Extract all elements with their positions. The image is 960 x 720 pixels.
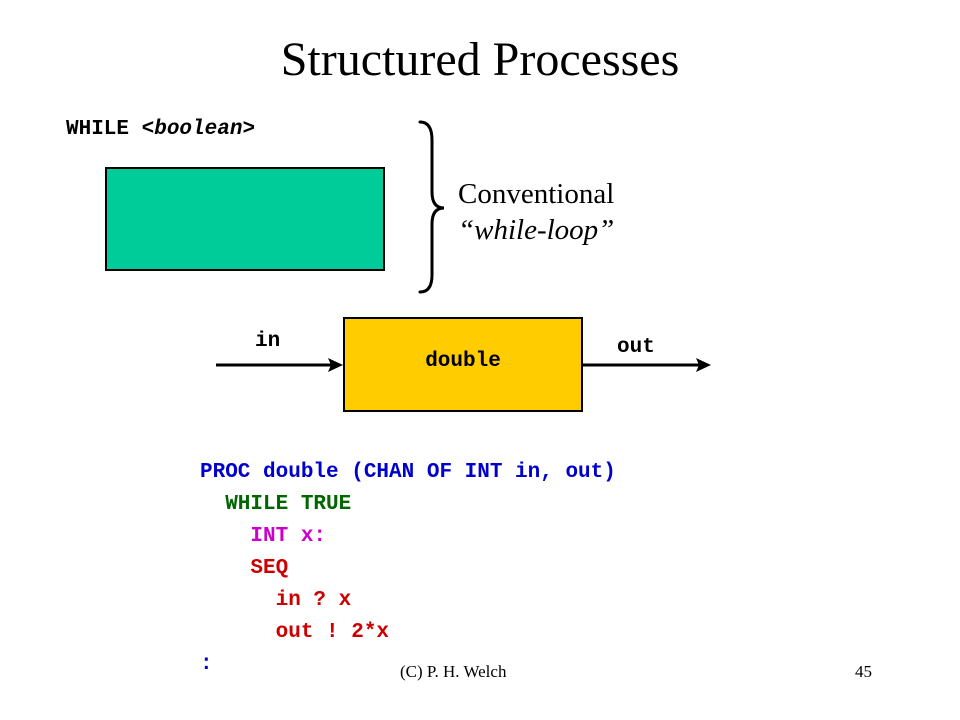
code-line: out ! 2*x [200,621,390,644]
double-process-box [343,317,583,412]
output-arrowhead [696,358,711,372]
conventional-while-loop-note: Conventional “while-loop” [458,176,614,248]
input-channel-label: in [255,330,281,353]
footer-author: (C) P. H. Welch [400,662,507,681]
conventional-label: Conventional [458,178,615,210]
code-listing: PROC double (CHAN OF INT in, out) WHILE … [200,457,616,681]
code-line: in ? x [200,589,352,612]
while-header: WHILE <boolean> [66,118,255,141]
while-condition: <boolean> [141,118,256,141]
process-name: double [425,350,501,373]
slide-title: Structured Processes [280,33,680,86]
while-loop-label: “while-loop” [458,214,615,246]
code-line: : [200,653,213,676]
input-arrowhead [328,358,343,372]
page-number: 45 [855,662,872,681]
code-line: INT x: [200,525,327,548]
code-line: SEQ [200,557,289,580]
output-channel-label: out [617,336,655,359]
curly-brace [418,120,445,294]
code-line: PROC double (CHAN OF INT in, out) [200,461,616,484]
loop-body-box [105,167,385,271]
code-line: WHILE TRUE [200,493,352,516]
while-keyword: WHILE [66,118,130,141]
